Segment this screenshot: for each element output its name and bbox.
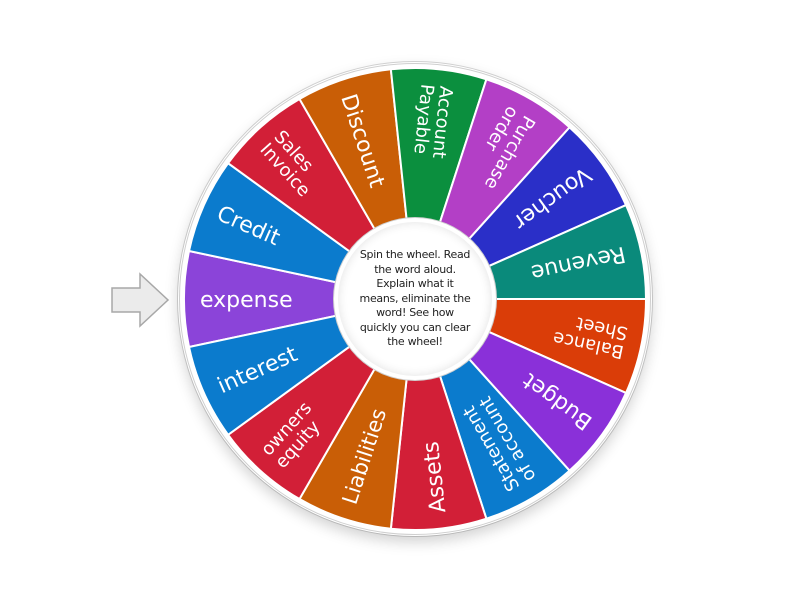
wheel-segment-sales-invoice[interactable] <box>226 97 377 254</box>
wheel-segment-statement-of-account[interactable] <box>438 357 571 520</box>
wheel-segment-assets[interactable] <box>389 373 488 531</box>
center-instructions-text: Spin the wheel. Read the word aloud. Exp… <box>359 248 471 349</box>
wheel-segment-interest[interactable] <box>187 314 352 437</box>
wheel-rim-outline <box>179 63 651 535</box>
wheel-segment-balance-sheet[interactable] <box>486 298 648 395</box>
wheel-segment-liabilities[interactable] <box>298 366 408 530</box>
segment-label-group: expense <box>200 288 293 313</box>
pointer-arrow <box>111 272 170 328</box>
wheel-segment-revenue[interactable] <box>486 203 648 300</box>
wheel-segment-voucher[interactable] <box>467 125 628 268</box>
wheel-segment-purchase-order[interactable] <box>438 78 571 241</box>
segment-label: expense <box>200 288 293 313</box>
wheel-segment-credit[interactable] <box>187 161 352 284</box>
segment-label: AccountPayable <box>409 83 456 159</box>
wheel-segment-budget[interactable] <box>467 330 628 473</box>
arrow-right-icon <box>111 272 170 328</box>
center-instructions-disc[interactable]: Spin the wheel. Read the word aloud. Exp… <box>338 222 492 376</box>
wheel-segment-account-payable[interactable] <box>389 67 488 225</box>
wheel-segment-owners-equity[interactable] <box>226 344 377 501</box>
segment-label-group: AccountPayable <box>409 83 456 159</box>
wheel-segment-discount[interactable] <box>298 68 408 232</box>
